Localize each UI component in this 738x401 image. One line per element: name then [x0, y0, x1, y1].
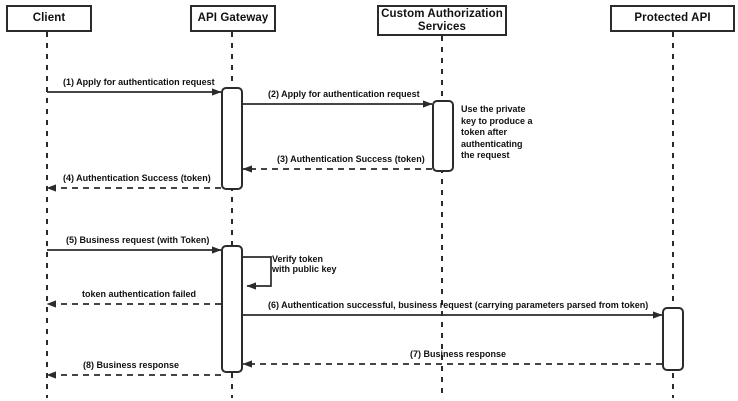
participant-protapi[interactable]: Protected API	[610, 5, 735, 32]
participant-client[interactable]: Client	[6, 5, 92, 32]
message-label-fail: token authentication failed	[82, 289, 197, 299]
note-private-key: Use the private key to produce a token a…	[461, 104, 533, 160]
activation-bar-protapi	[662, 307, 684, 371]
message-label-6: (6) Authentication successful, business …	[268, 300, 649, 310]
lifelines-group	[46, 32, 674, 398]
message-label-2: (2) Apply for authentication request	[268, 89, 420, 99]
message-label-8: (8) Business response	[83, 360, 180, 370]
self-messages-group	[243, 256, 272, 290]
activation-bar-gateway	[221, 245, 243, 373]
activation-bar-gateway	[221, 87, 243, 190]
messages-group	[46, 88, 663, 379]
participant-label: Client	[32, 12, 66, 24]
message-label-self: Verify token with public key	[272, 254, 337, 274]
message-label-4: (4) Authentication Success (token)	[63, 173, 211, 183]
self-message-arrow	[243, 256, 272, 290]
message-label-5: (5) Business request (with Token)	[66, 235, 210, 245]
message-label-1: (1) Apply for authentication request	[63, 77, 215, 87]
participant-gateway[interactable]: API Gateway	[190, 5, 276, 32]
participant-authsvc[interactable]: Custom Authorization Services	[377, 5, 507, 36]
message-label-3: (3) Authentication Success (token)	[277, 154, 425, 164]
message-label-7: (7) Business response	[410, 349, 507, 359]
participant-label: API Gateway	[197, 12, 269, 24]
activation-bar-authsvc	[432, 100, 454, 172]
participant-label: Custom Authorization Services	[381, 7, 503, 33]
participant-label: Protected API	[634, 12, 711, 24]
